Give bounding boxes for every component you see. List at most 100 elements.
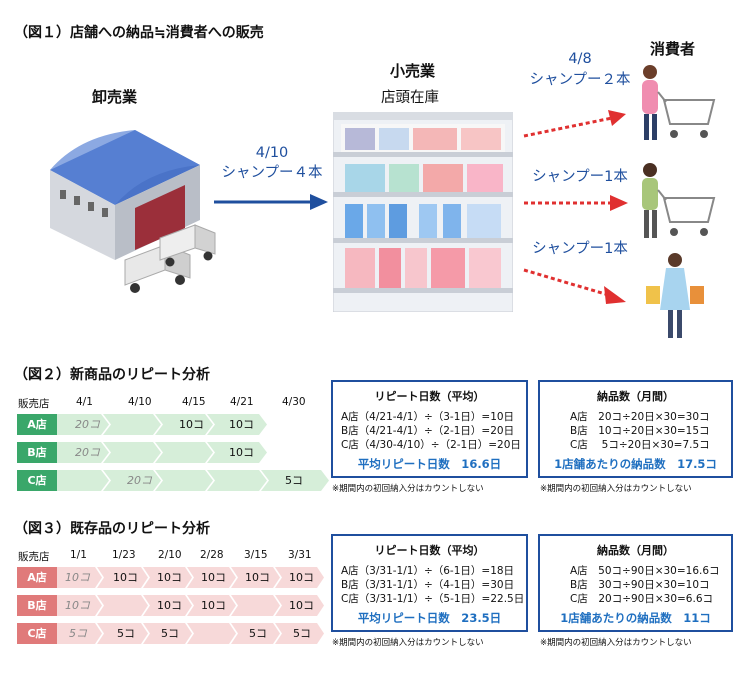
fig3-cell: 5コ xyxy=(293,627,311,640)
fig2-repeat-line: B店（4/21-4/1）÷（2-1日）=20日 xyxy=(341,425,515,437)
fig2-delivery-line: A店 20コ÷20日×30=30コ xyxy=(570,411,710,423)
sale-2-text: シャンプー1本 xyxy=(532,169,628,185)
fig3-cell: 10コ xyxy=(113,571,138,584)
fig3-row-a-bar xyxy=(55,567,324,588)
store-shelf-illustration xyxy=(333,112,513,312)
shelf-row-1 xyxy=(333,124,513,157)
fig3-date-header: 1/1 xyxy=(70,549,87,561)
consumer-with-cart-icon xyxy=(642,65,716,140)
wholesale-label: 卸売業 xyxy=(92,88,138,106)
fig3-row-b: B店 10コ 10コ 10コ 10コ xyxy=(17,595,327,616)
fig3-cell: 5コ xyxy=(69,627,87,640)
sale-3-text: シャンプー1本 xyxy=(532,241,628,257)
fig3-delivery-line: C店 20コ÷90日×30=6.6コ xyxy=(570,593,714,605)
fig3-store-badge-b: B店 xyxy=(17,595,57,616)
fig3-store-col-header: 販売店 xyxy=(18,551,50,563)
fig3-cell: 5コ xyxy=(117,627,135,640)
fig3-delivery-note: ※期間内の初回納入分はカウントしない xyxy=(540,638,692,648)
fig2-store-badge-a: A店 xyxy=(17,414,57,435)
fig2-cell: 10コ xyxy=(229,446,254,459)
warehouse-door xyxy=(135,185,185,250)
fig3-cell: 10コ xyxy=(65,571,90,584)
fig3-cell: 10コ xyxy=(65,599,90,612)
fig3-delivery-total: 1店舗あたりの納品数 11コ xyxy=(560,611,711,625)
fig3-row-b-bar xyxy=(55,595,324,616)
fig3-cell: 5コ xyxy=(161,627,179,640)
fig3-repeat-line: A店（3/31-1/1）÷（6-1日）=18日 xyxy=(341,565,515,577)
fig2-date-header: 4/15 xyxy=(182,396,206,408)
fig2-cell: 10コ xyxy=(179,418,204,431)
fig2-repeat-line: C店（4/30-4/10）÷（2-1日）=20日 xyxy=(341,439,521,451)
fig3-title: （図３）既存品のリピート分析 xyxy=(14,521,210,537)
fig2-row-a: A店 20コ 10コ 10コ xyxy=(17,414,317,435)
fig2-cell: 5コ xyxy=(285,474,303,487)
fig3-date-header: 2/28 xyxy=(200,549,224,561)
fig2-store-badge-c: C店 xyxy=(17,470,57,491)
shelf-row-4 xyxy=(333,248,513,293)
fig3-date-header: 3/31 xyxy=(288,549,312,561)
fig2-repeat-note: ※期間内の初回納入分はカウントしない xyxy=(332,484,484,494)
fig3-cell: 10コ xyxy=(289,571,314,584)
fig3-row-c-bar xyxy=(55,623,324,644)
fig3-store-badge-a: A店 xyxy=(17,567,57,588)
fig3-store-badge-c: C店 xyxy=(17,623,57,644)
fig2-date-header: 4/21 xyxy=(230,396,254,408)
consumer-with-cart-icon xyxy=(642,163,716,238)
main-arrow-text: シャンプー４本 xyxy=(221,165,323,181)
sale-2-arrow xyxy=(524,195,628,211)
truck-icon xyxy=(159,224,216,267)
fig2-repeat-title: リピート日数（平均） xyxy=(374,390,485,403)
delivery-arrow xyxy=(214,194,328,210)
fig2-cell: 10コ xyxy=(229,418,254,431)
fig2-row-a-bar xyxy=(55,414,267,435)
retail-sublabel: 店頭在庫 xyxy=(381,90,439,106)
fig3-repeat-line: C店（3/31-1/1）÷（5-1日）=22.5日 xyxy=(341,593,525,605)
fig2-date-header: 4/10 xyxy=(128,396,152,408)
shelf-row-2 xyxy=(333,164,513,197)
fig3-repeat-total: 平均リピート日数 23.5日 xyxy=(357,611,502,625)
fig2-repeat-days-box: リピート日数（平均） A店（4/21-4/1）÷（3-1日）=10日 B店（4/… xyxy=(331,380,528,478)
fig3-cell: 5コ xyxy=(249,627,267,640)
fig3-repeat-note: ※期間内の初回納入分はカウントしない xyxy=(332,638,484,648)
fig3-cell: 10コ xyxy=(289,599,314,612)
fig3-cell: 10コ xyxy=(245,571,270,584)
sale-1-text: シャンプー２本 xyxy=(529,72,631,88)
fig3-repeat-days-box: リピート日数（平均） A店（3/31-1/1）÷（6-1日）=18日 B店（3/… xyxy=(331,534,528,632)
fig2-repeat-line: A店（4/21-4/1）÷（3-1日）=10日 xyxy=(341,411,515,423)
fig2-row-c: C店 20コ 5コ xyxy=(17,470,329,491)
fig2-cell: 20コ xyxy=(127,474,152,487)
fig2-title: （図２）新商品のリピート分析 xyxy=(14,367,210,383)
fig3-row-a: A店 10コ 10コ 10コ 10コ 10コ 10コ xyxy=(17,567,327,588)
fig2-cell: 20コ xyxy=(75,418,100,431)
fig3-date-header: 3/15 xyxy=(244,549,268,561)
retail-label: 小売業 xyxy=(390,62,436,80)
fig2-delivery-box: 納品数（月間） A店 20コ÷20日×30=30コ B店 10コ÷20日×30=… xyxy=(538,380,733,478)
fig2-delivery-line: B店 10コ÷20日×30=15コ xyxy=(570,425,710,437)
shelf-row-3 xyxy=(333,204,513,243)
sale-1-date: 4/8 xyxy=(568,51,592,67)
fig3-delivery-title: 納品数（月間） xyxy=(597,544,674,557)
fig3-repeat-line: B店（3/31-1/1）÷（4-1日）=30日 xyxy=(341,579,515,591)
fig3-repeat-title: リピート日数（平均） xyxy=(374,544,485,557)
fig2-row-c-bar xyxy=(55,470,329,491)
fig2-delivery-title: 納品数（月間） xyxy=(597,390,674,403)
fig3-delivery-box: 納品数（月間） A店 50コ÷90日×30=16.6コ B店 30コ÷90日×3… xyxy=(538,534,733,632)
fig2-row-b: B店 20コ 10コ xyxy=(17,442,317,463)
fig3-delivery-line: A店 50コ÷90日×30=16.6コ xyxy=(570,565,720,577)
fig2-store-badge-b: B店 xyxy=(17,442,57,463)
fig2-row-b-bar xyxy=(55,442,267,463)
fig3-date-header: 2/10 xyxy=(158,549,182,561)
fig2-delivery-note: ※期間内の初回納入分はカウントしない xyxy=(540,484,692,494)
fig3-cell: 10コ xyxy=(201,571,226,584)
fig3-row-c: C店 5コ 5コ 5コ 5コ 5コ xyxy=(17,623,327,644)
fig3-date-header: 1/23 xyxy=(112,549,136,561)
main-arrow-date: 4/10 xyxy=(255,145,289,161)
fig3-cell: 10コ xyxy=(157,599,182,612)
sale-3-arrow xyxy=(523,268,626,304)
fig3-cell: 10コ xyxy=(157,571,182,584)
fig2-repeat-total: 平均リピート日数 16.6日 xyxy=(357,457,502,471)
fig2-store-col-header: 販売店 xyxy=(18,398,50,410)
fig3-cell: 10コ xyxy=(201,599,226,612)
fig1-title: （図１）店舗への納品≒消費者への販売 xyxy=(14,25,264,41)
warehouse-illustration xyxy=(50,130,216,293)
